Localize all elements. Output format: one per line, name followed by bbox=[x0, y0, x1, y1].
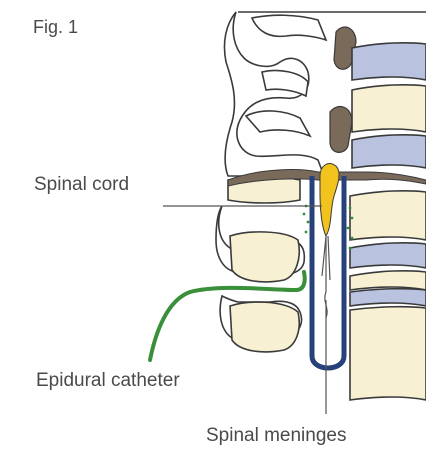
spinal-cord bbox=[320, 164, 339, 318]
label-spinal-meninges: Spinal meninges bbox=[206, 425, 346, 447]
lamina-bodies bbox=[228, 177, 300, 352]
label-spinal-cord: Spinal cord bbox=[34, 174, 129, 196]
figure-label: Fig. 1 bbox=[33, 17, 78, 38]
label-epidural-catheter: Epidural catheter bbox=[36, 370, 180, 392]
